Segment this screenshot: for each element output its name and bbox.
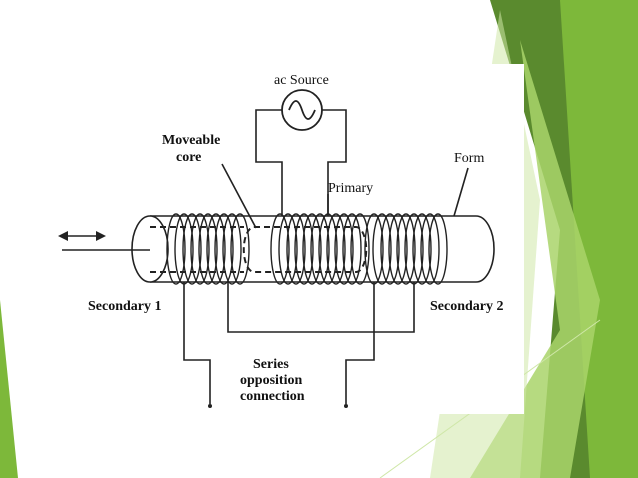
wire-secondary-2-outer [345,282,375,404]
terminal-right [344,404,348,408]
wire-secondary-1-inner [227,282,415,333]
coil-turn [198,213,218,285]
leader-form [453,167,469,217]
bg-triangle-light [470,40,600,478]
lvdt-diagram: ac Source [58,73,504,408]
coil-turn [294,213,314,285]
coil-turn [182,213,202,285]
coil-turn [270,213,290,285]
terminal-left [208,404,212,408]
label-opposition: opposition [240,373,302,388]
coil-turn [230,213,250,285]
wire-source-right [322,109,347,216]
coil-turn [420,213,440,285]
wire-source-left [255,109,283,216]
coil-turn [396,213,416,285]
label-moveable-core-line2: core [176,150,201,165]
label-ac-source: ac Source [274,73,329,88]
coil-secondary-1 [166,213,250,285]
label-primary: Primary [328,181,373,196]
coil-turn [190,213,210,285]
coil-turn [310,213,330,285]
coil-turn [302,213,322,285]
coil-secondary-2 [364,213,448,285]
coil-turn [388,213,408,285]
figure-panel: ac Source [44,64,524,414]
coil-turn [428,213,448,285]
coil-turn [222,213,242,285]
coil-turn [412,213,432,285]
coil-turn [342,213,362,285]
label-moveable-core-line1: Moveable [162,133,220,148]
leader-moveable-core [221,163,257,229]
tube-form [131,215,495,283]
ac-sine-source-icon [281,89,323,131]
coil-turn [206,213,226,285]
bg-triangle-mid [560,0,638,478]
coil-turn [326,213,346,285]
coil-turn [334,213,354,285]
label-secondary-1: Secondary 1 [88,299,162,314]
label-form: Form [454,151,484,166]
moveable-core [150,226,368,273]
coil-turn [278,213,298,285]
coil-primary [270,213,370,285]
wire-secondary-1-outer [183,282,211,404]
coil-turn [380,213,400,285]
label-connection: connection [240,389,305,404]
coil-turn [286,213,306,285]
label-series: Series [253,357,289,372]
coil-turn [166,213,186,285]
double-headed-arrow-icon [58,231,106,241]
coil-turn [350,213,370,285]
label-secondary-2: Secondary 2 [430,299,504,314]
coil-turn [214,213,234,285]
bg-left-sliver [0,300,18,478]
coil-turn [372,213,392,285]
